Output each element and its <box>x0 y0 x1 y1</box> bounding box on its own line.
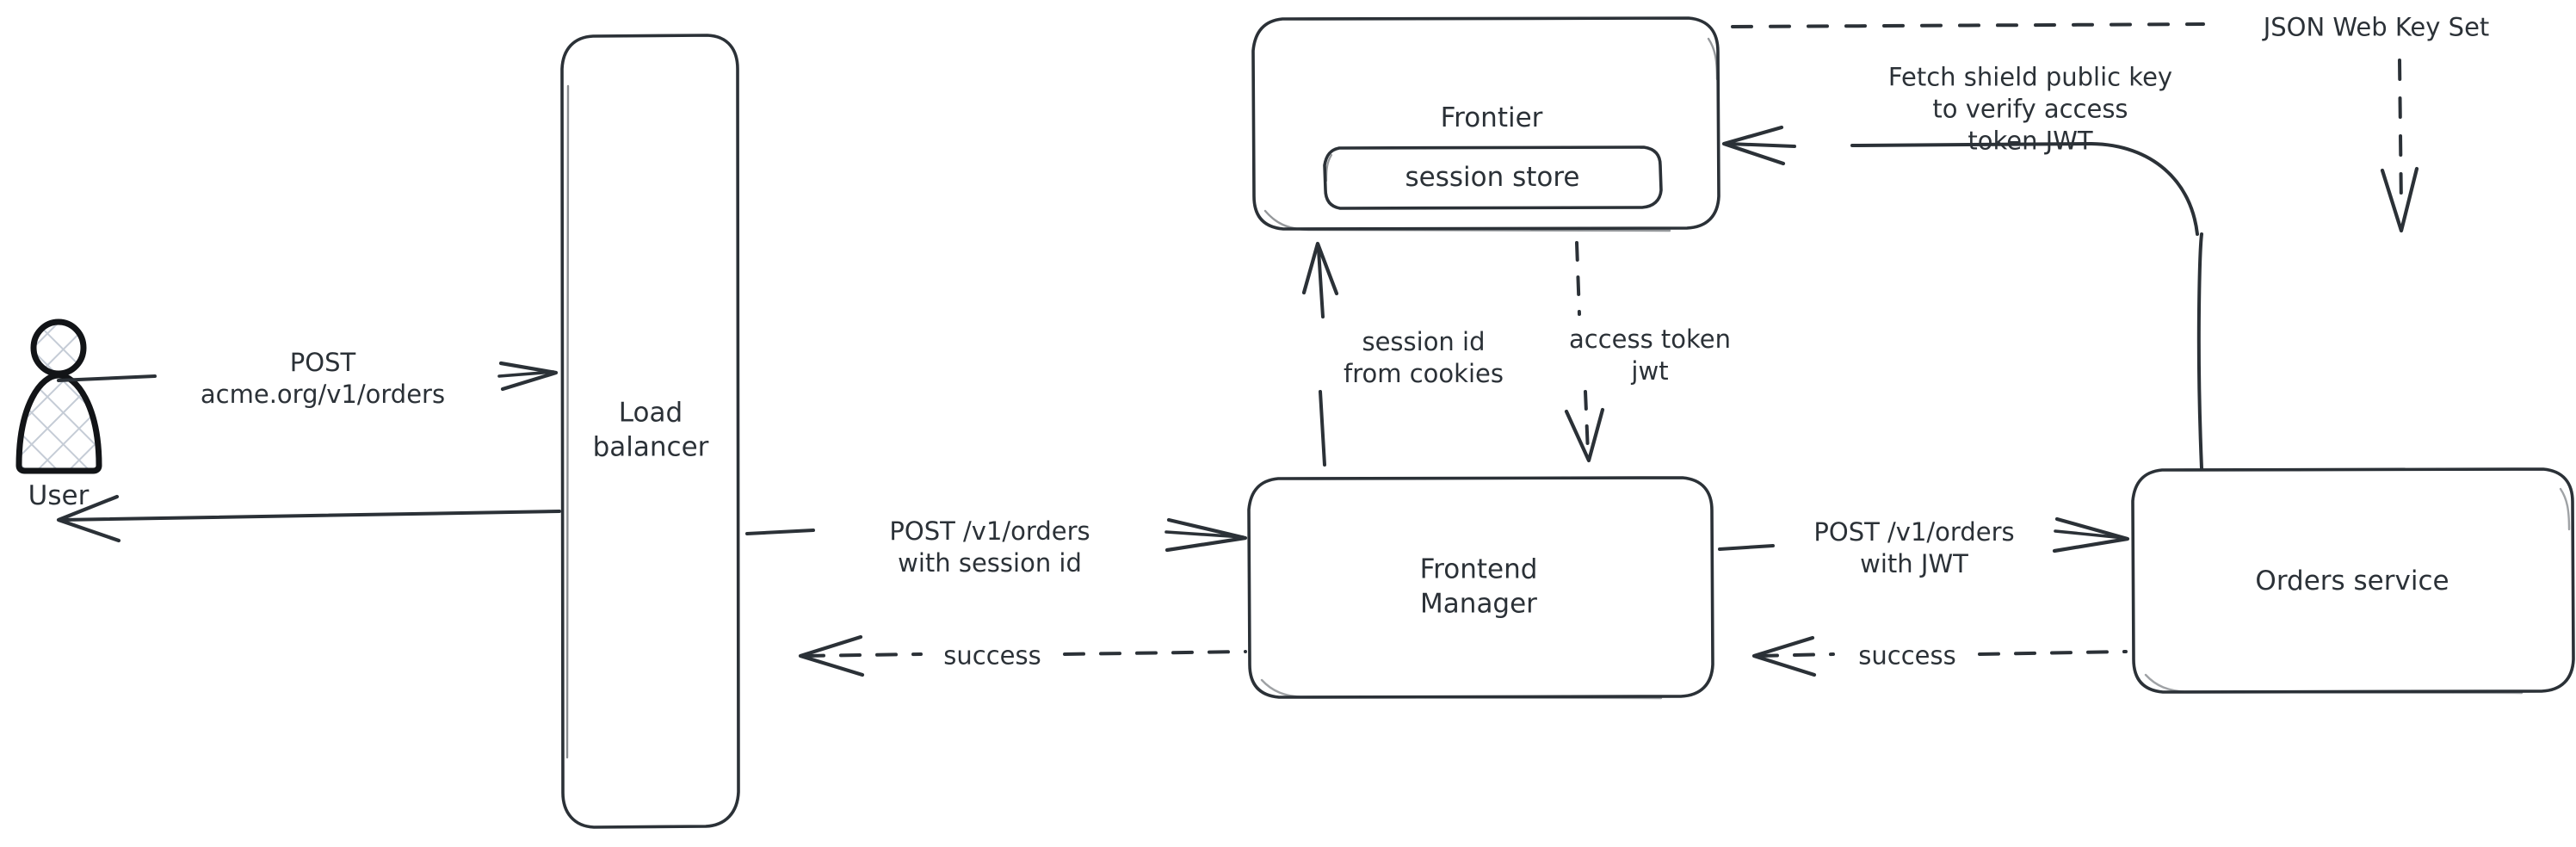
load-balancer-label-line2: balancer <box>592 431 709 462</box>
frontend-manager-shape <box>1247 476 1714 700</box>
frontend-manager-label-line1: Frontend <box>1419 553 1538 585</box>
edge-label-access-token-line1: access token <box>1568 324 1732 354</box>
edge-label-session-id-line2: from cookies <box>1344 359 1504 388</box>
edge-label-session-id-line1: session id <box>1362 326 1486 356</box>
frontier-label: Frontier <box>1440 102 1543 134</box>
edge-label-fetch-key-line1: Fetch shield public key <box>1887 62 2173 92</box>
edge-frontier-to-orders <box>1731 22 2419 233</box>
edge-label-post-orders-session-line1: POST /v1/orders <box>889 516 1090 546</box>
orders-service-label: Orders service <box>2255 566 2449 597</box>
edge-lb-to-user <box>56 494 561 543</box>
edge-label-success-orders: success <box>1858 640 1956 671</box>
session-store-shape <box>1323 145 1663 210</box>
orders-service-shape <box>2131 467 2575 695</box>
edge-label-session-id: session id from cookies <box>1344 326 1504 390</box>
frontier-shape <box>1251 16 1720 232</box>
edge-label-access-token-line2: jwt <box>1631 356 1669 386</box>
edge-label-jwks: JSON Web Key Set <box>2263 12 2490 42</box>
edge-label-post-orders-session-line2: with session id <box>898 548 1082 578</box>
edge-user-to-lb <box>57 361 559 392</box>
load-balancer-shape <box>560 34 740 829</box>
edge-fem-to-lb <box>798 634 1247 677</box>
edge-label-success-lb: success <box>943 640 1041 671</box>
edge-label-fetch-key-line2: to verify access <box>1932 94 2128 124</box>
edge-orders-to-frontier <box>1721 125 2203 470</box>
edge-lb-to-fem <box>745 517 1248 553</box>
edge-label-post-acme-line1: POST <box>289 347 356 377</box>
load-balancer-label-line1: Load <box>618 397 683 429</box>
frontend-manager-label-line2: Manager <box>1420 588 1537 619</box>
edge-label-fetch-key-line3: token JWT <box>1968 126 2093 156</box>
edge-label-post-orders-jwt-line1: POST /v1/orders <box>1813 516 2015 547</box>
edge-label-post-acme-line2: acme.org/v1/orders <box>200 380 446 409</box>
user-label: User <box>28 480 90 512</box>
edge-orders-to-fem <box>1751 635 2128 677</box>
session-store-label: session store <box>1405 162 1580 194</box>
user-actor-icon <box>15 318 102 474</box>
edge-label-post-orders-jwt-line2: with JWT <box>1860 549 1968 578</box>
edge-fem-to-orders <box>1718 516 2130 553</box>
edge-label-post-acme: POST acme.org/v1/orders <box>201 347 445 411</box>
edge-frontier-to-fem <box>1564 241 1605 463</box>
edge-fem-to-frontier <box>1301 241 1339 467</box>
